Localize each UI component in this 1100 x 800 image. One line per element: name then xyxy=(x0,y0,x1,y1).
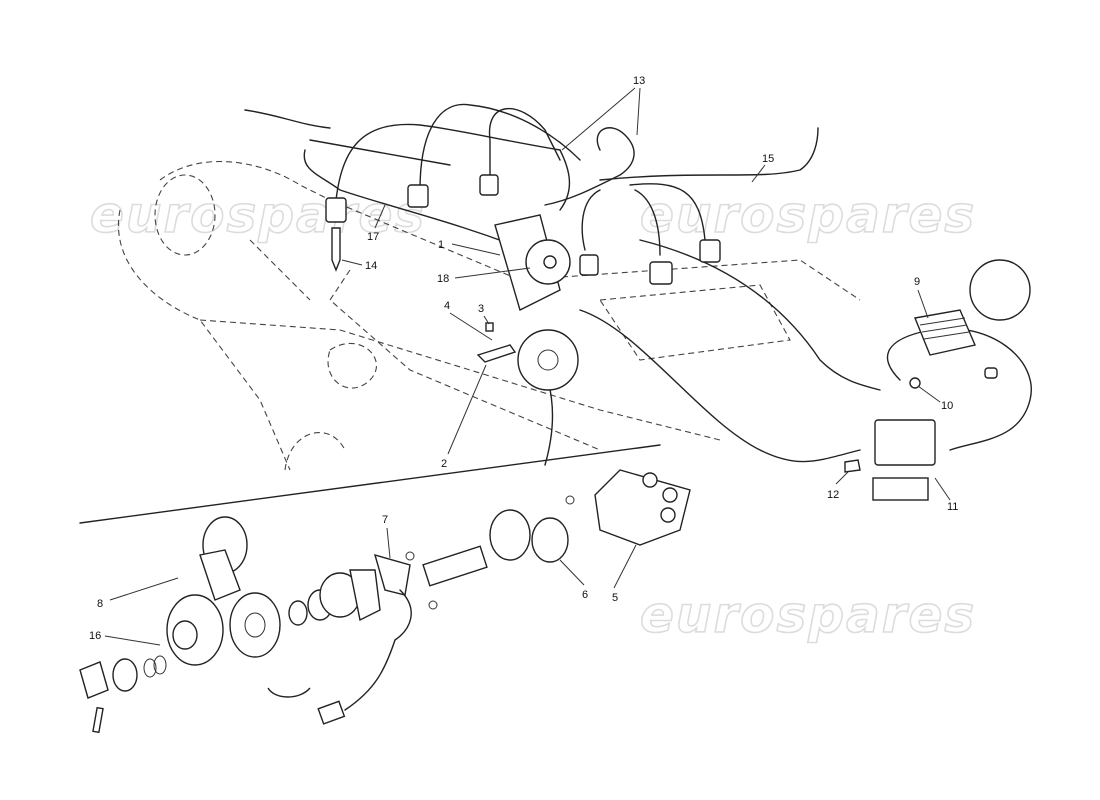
watermark-bottom-right: eurospares xyxy=(640,586,976,644)
callout-9: 9 xyxy=(914,276,920,288)
watermark-top-right: eurospares xyxy=(640,186,976,244)
callout-4: 4 xyxy=(444,300,450,312)
ignition-wires xyxy=(244,103,1032,466)
ignition-module xyxy=(844,259,1031,501)
callout-7: 7 xyxy=(382,514,388,526)
engine-block xyxy=(118,161,861,471)
callout-labels: 13 15 17 14 1 18 4 3 2 9 10 12 11 7 8 16… xyxy=(89,75,958,642)
callout-10: 10 xyxy=(941,400,953,412)
callout-13: 13 xyxy=(633,75,645,87)
callout-14: 14 xyxy=(365,260,377,272)
leader-lines xyxy=(104,87,951,646)
callout-18: 18 xyxy=(437,273,449,285)
callout-16: 16 xyxy=(89,630,101,642)
exploded-distributor xyxy=(79,469,691,734)
callout-8: 8 xyxy=(97,598,103,610)
spark-plug xyxy=(331,227,341,272)
callout-11: 11 xyxy=(947,501,958,513)
callout-12: 12 xyxy=(827,489,839,501)
distributor-assembly xyxy=(476,214,579,391)
callout-15: 15 xyxy=(762,153,774,165)
callout-17: 17 xyxy=(367,231,379,243)
spark-plug-caps xyxy=(325,174,721,285)
callout-2: 2 xyxy=(441,458,447,470)
callout-6: 6 xyxy=(582,589,588,601)
section-divider xyxy=(79,444,661,524)
callout-5: 5 xyxy=(612,592,618,604)
ignition-coil xyxy=(874,419,936,466)
watermark-logos: eurospares eurospares eurospares xyxy=(89,185,976,645)
watermark-top-left: eurospares xyxy=(90,186,426,244)
callout-3: 3 xyxy=(478,303,484,315)
callout-1: 1 xyxy=(438,239,444,251)
